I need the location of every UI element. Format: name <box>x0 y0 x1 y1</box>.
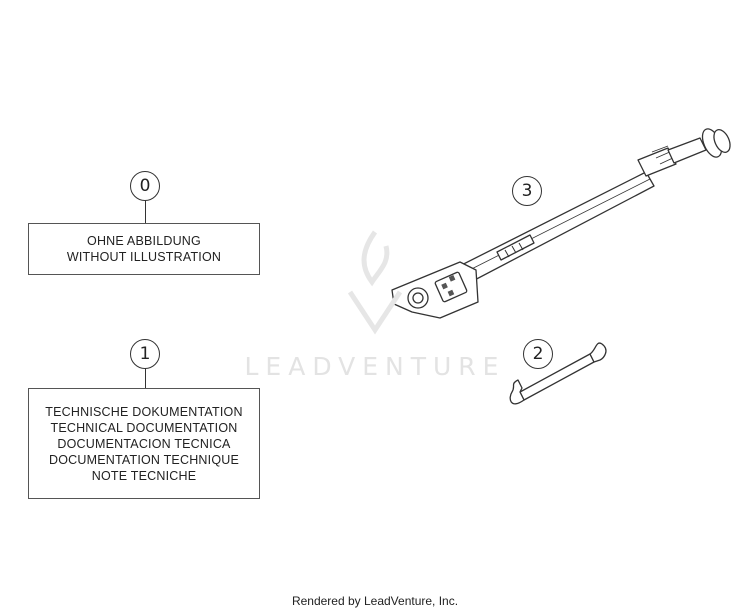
leader-line-1 <box>145 368 146 388</box>
part-box-1: TECHNISCHE DOKUMENTATION TECHNICAL DOCUM… <box>28 388 260 499</box>
callout-0: 0 <box>130 171 160 201</box>
box0-line-2: WITHOUT ILLUSTRATION <box>66 250 222 264</box>
watermark: LEADVENTURE <box>244 352 506 381</box>
box1-line-3: DOCUMENTACION TECNICA <box>57 436 231 451</box>
callout-1: 1 <box>130 339 160 369</box>
leader-line-0 <box>145 200 146 223</box>
footer-credit: Rendered by LeadVenture, Inc. <box>291 594 459 608</box>
part-box-0: OHNE ABBILDUNG WITHOUT ILLUSTRATION <box>28 223 260 275</box>
box1-line-2: TECHNICAL DOCUMENTATION <box>50 420 238 435</box>
callout-3: 3 <box>512 176 542 206</box>
box1-line-1: TECHNISCHE DOKUMENTATION <box>45 404 243 419</box>
callout-2: 2 <box>523 339 553 369</box>
box1-line-5: NOTE TECNICHE <box>91 468 197 483</box>
wrench-illustration <box>509 342 607 405</box>
box1-line-4: DOCUMENTATION TECHNIQUE <box>48 452 240 467</box>
box0-line-1: OHNE ABBILDUNG <box>87 234 201 248</box>
